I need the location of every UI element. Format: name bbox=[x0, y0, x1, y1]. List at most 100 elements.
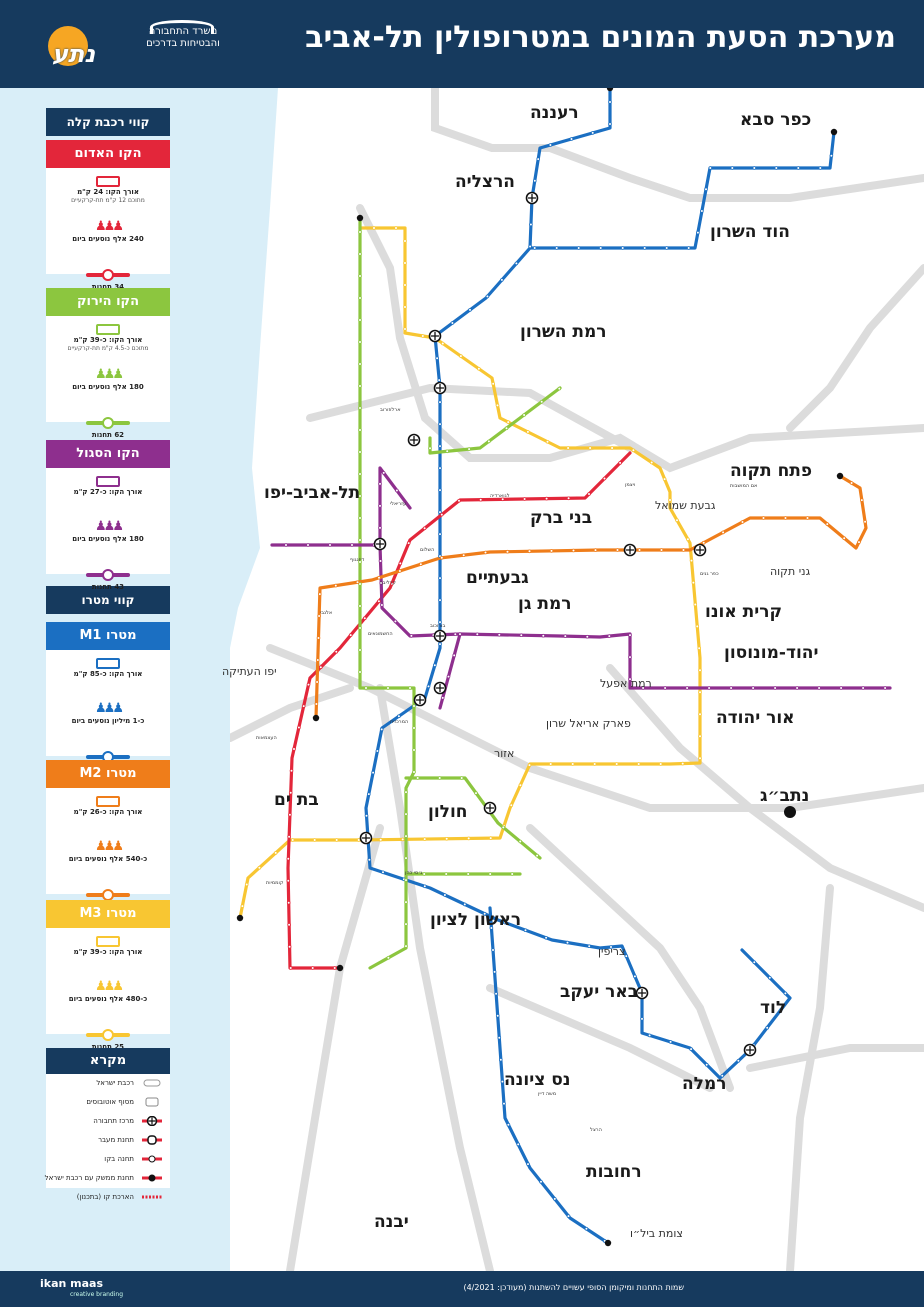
city-label: צומת ביל״ו bbox=[630, 1227, 683, 1240]
road-background bbox=[230, 684, 354, 742]
station-dot bbox=[440, 696, 445, 700]
station-dot bbox=[647, 1033, 652, 1038]
footer-bar: שמות התחנות ומיקומן הסופי עשויים להשתנות… bbox=[0, 1271, 924, 1307]
station-dot bbox=[563, 634, 568, 638]
transport-hub-cross bbox=[696, 546, 704, 554]
station-dot bbox=[412, 748, 416, 752]
station-dot bbox=[421, 334, 425, 338]
station-label[interactable]: קוממיות bbox=[266, 880, 284, 886]
station-dot bbox=[636, 762, 641, 766]
transport-hub-cross bbox=[528, 194, 536, 202]
station-dot bbox=[584, 1227, 589, 1231]
station-dot bbox=[689, 1047, 693, 1051]
transport-hub-cross bbox=[416, 696, 424, 704]
station-label[interactable]: עזריאלי bbox=[390, 501, 407, 507]
station-label[interactable]: ארלוזורוב bbox=[380, 407, 401, 413]
station-dot bbox=[730, 166, 735, 170]
station-dot bbox=[649, 460, 654, 465]
station-dot bbox=[825, 522, 830, 526]
road-background bbox=[746, 1044, 924, 1072]
station-dot bbox=[598, 246, 603, 250]
legend-item-label: תחנה בקו bbox=[104, 1155, 134, 1163]
station-label[interactable]: אם המושבות bbox=[730, 483, 758, 489]
station-label[interactable]: לגוארדיה bbox=[490, 493, 510, 499]
station-label[interactable]: העצמאות bbox=[256, 735, 277, 741]
station-dot bbox=[404, 900, 408, 904]
road-background bbox=[786, 884, 834, 1271]
station-label[interactable]: קרליבך bbox=[380, 580, 396, 586]
line-card-title: מטרו M3 bbox=[46, 900, 170, 928]
station-dot bbox=[668, 498, 672, 502]
station-dot bbox=[422, 526, 427, 531]
station-dot bbox=[314, 702, 319, 706]
station-dot bbox=[446, 674, 451, 679]
legend-item-label: תחנת ממשק עם רכבת ישראל bbox=[44, 1174, 134, 1182]
station-dot bbox=[244, 882, 249, 887]
station-label[interactable]: ויצמן bbox=[625, 482, 636, 488]
station-dot bbox=[409, 634, 414, 638]
station-label[interactable]: ג׳סי כהן bbox=[405, 870, 423, 876]
station-label[interactable]: הרצל bbox=[590, 1127, 602, 1133]
train-icon bbox=[96, 936, 120, 947]
station-dot bbox=[422, 872, 427, 876]
station-dot bbox=[529, 222, 533, 227]
station-dot bbox=[527, 549, 532, 554]
station-dot bbox=[459, 354, 463, 358]
station-dot bbox=[614, 762, 619, 766]
station-dot bbox=[668, 1040, 673, 1044]
station-label[interactable]: אלנבי bbox=[320, 610, 333, 616]
station-dot bbox=[468, 308, 472, 312]
station-label[interactable]: השלום bbox=[420, 547, 435, 553]
station-dot bbox=[570, 762, 575, 766]
station-dot bbox=[334, 649, 339, 654]
station-dot bbox=[318, 592, 322, 596]
train-icon bbox=[96, 476, 120, 487]
route-red-line bbox=[286, 451, 632, 970]
station-label[interactable]: המרכזית bbox=[390, 719, 409, 725]
legend-item: רכבת ישראל bbox=[46, 1074, 170, 1093]
station-dot bbox=[438, 510, 442, 514]
station-dot bbox=[358, 670, 362, 674]
station-label[interactable]: בורוכוב bbox=[430, 623, 446, 629]
station-dot bbox=[288, 790, 293, 795]
legend-item: מסוף אוטובוסים bbox=[46, 1093, 170, 1112]
station-dot bbox=[590, 131, 595, 135]
station-dot bbox=[488, 836, 493, 840]
station-dot bbox=[628, 677, 632, 681]
station-dot bbox=[438, 576, 442, 580]
station-dot bbox=[381, 471, 386, 475]
station-dot bbox=[761, 516, 766, 520]
legend-item-label: הארכת קו (בתכנון) bbox=[76, 1193, 134, 1201]
station-dot bbox=[386, 686, 390, 690]
riders-icon: ♟♟♟ bbox=[95, 839, 124, 854]
station-dot bbox=[527, 763, 532, 767]
station-dot bbox=[334, 838, 339, 842]
station-dot bbox=[497, 632, 502, 637]
station-dot bbox=[805, 516, 810, 520]
station-dot bbox=[445, 449, 450, 454]
station-dot bbox=[752, 166, 757, 170]
netaa-logo: נתע bbox=[38, 26, 118, 70]
sun-icon bbox=[48, 26, 88, 66]
city-label: בת ים bbox=[274, 790, 319, 810]
station-dot bbox=[350, 543, 354, 547]
city-label: הוד השרון bbox=[710, 222, 790, 242]
station-dot bbox=[452, 653, 457, 658]
station-label[interactable]: משה דיין bbox=[538, 1091, 557, 1097]
station-label[interactable]: כפר גנים bbox=[700, 571, 719, 577]
station-dot bbox=[379, 727, 384, 732]
station-dot bbox=[642, 246, 647, 250]
station-label[interactable]: החשמונאים bbox=[368, 631, 393, 637]
city-label: אזור bbox=[494, 747, 515, 760]
station-dot bbox=[372, 226, 376, 230]
station-dot bbox=[478, 497, 483, 502]
route-m3-line bbox=[238, 226, 702, 920]
station-dot bbox=[857, 540, 861, 544]
station-dot bbox=[378, 526, 382, 530]
station-label[interactable]: דיזנגוף bbox=[350, 557, 365, 563]
city-label: כפר סבא bbox=[740, 110, 812, 130]
station-dot bbox=[495, 1013, 500, 1018]
city-label: באר יעקב bbox=[560, 982, 639, 1002]
